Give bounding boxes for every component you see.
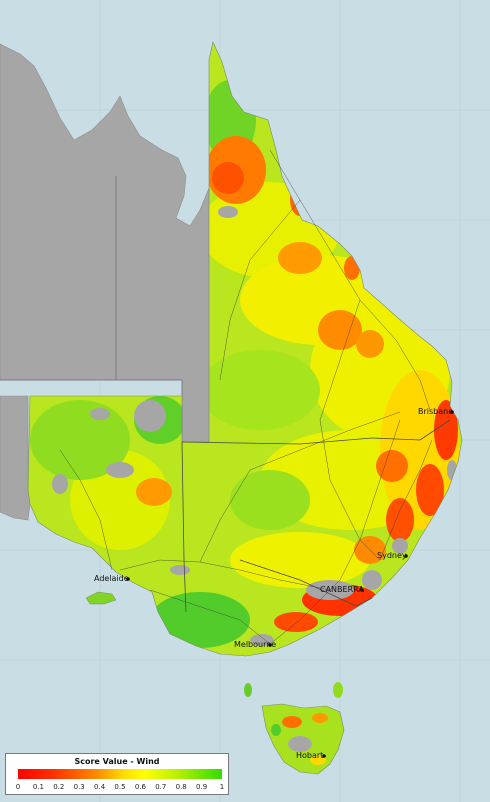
city-marker-sydney: [404, 554, 408, 558]
legend-tick: 1: [219, 783, 225, 791]
city-label-canberra: CANBERRA: [320, 585, 364, 594]
legend-ticks: 0 0.1 0.2 0.3 0.4 0.5 0.6 0.7 0.8 0.9 1: [15, 783, 225, 793]
state-borders: [181, 419, 451, 613]
legend-tick: 0.7: [155, 783, 167, 791]
city-label-adelaide: Adelaide: [94, 574, 129, 583]
city-label-melbourne: Melbourne: [234, 640, 276, 649]
city-marker-adelaide: [126, 577, 130, 581]
city-markers: [126, 410, 454, 758]
city-marker-hobart: [322, 754, 326, 758]
city-label-brisbane: Brisbane: [418, 407, 453, 416]
legend-tick: 0.6: [134, 783, 146, 791]
unassessed-land-south: [0, 395, 31, 521]
king-island: [244, 683, 252, 697]
legend-tick: 0.3: [73, 783, 85, 791]
legend-tick: 0.8: [175, 783, 187, 791]
legend-tick: 0.1: [32, 783, 44, 791]
legend: Score Value - Wind 0 0.1 0.2 0.3 0.4 0.5…: [5, 753, 229, 795]
tasmania-patches: [271, 713, 328, 765]
kangaroo-island: [85, 591, 117, 605]
city-label-sydney: Sydney: [377, 551, 407, 560]
transmission-lines: [59, 149, 433, 645]
city-marker-canberra: [360, 588, 364, 592]
city-label-hobart: Hobart: [296, 751, 323, 760]
city-marker-melbourne: [268, 643, 272, 647]
legend-tick: 0: [15, 783, 21, 791]
city-marker-brisbane: [450, 410, 454, 414]
legend-title: Score Value - Wind: [74, 757, 160, 766]
legend-tick: 0.5: [114, 783, 126, 791]
legend-color-ramp: [18, 769, 222, 779]
flinders-island: [333, 682, 343, 698]
legend-tick: 0.9: [196, 783, 208, 791]
legend-tick: 0.4: [94, 783, 106, 791]
legend-tick: 0.2: [53, 783, 65, 791]
scored-land-outline: [27, 41, 463, 657]
